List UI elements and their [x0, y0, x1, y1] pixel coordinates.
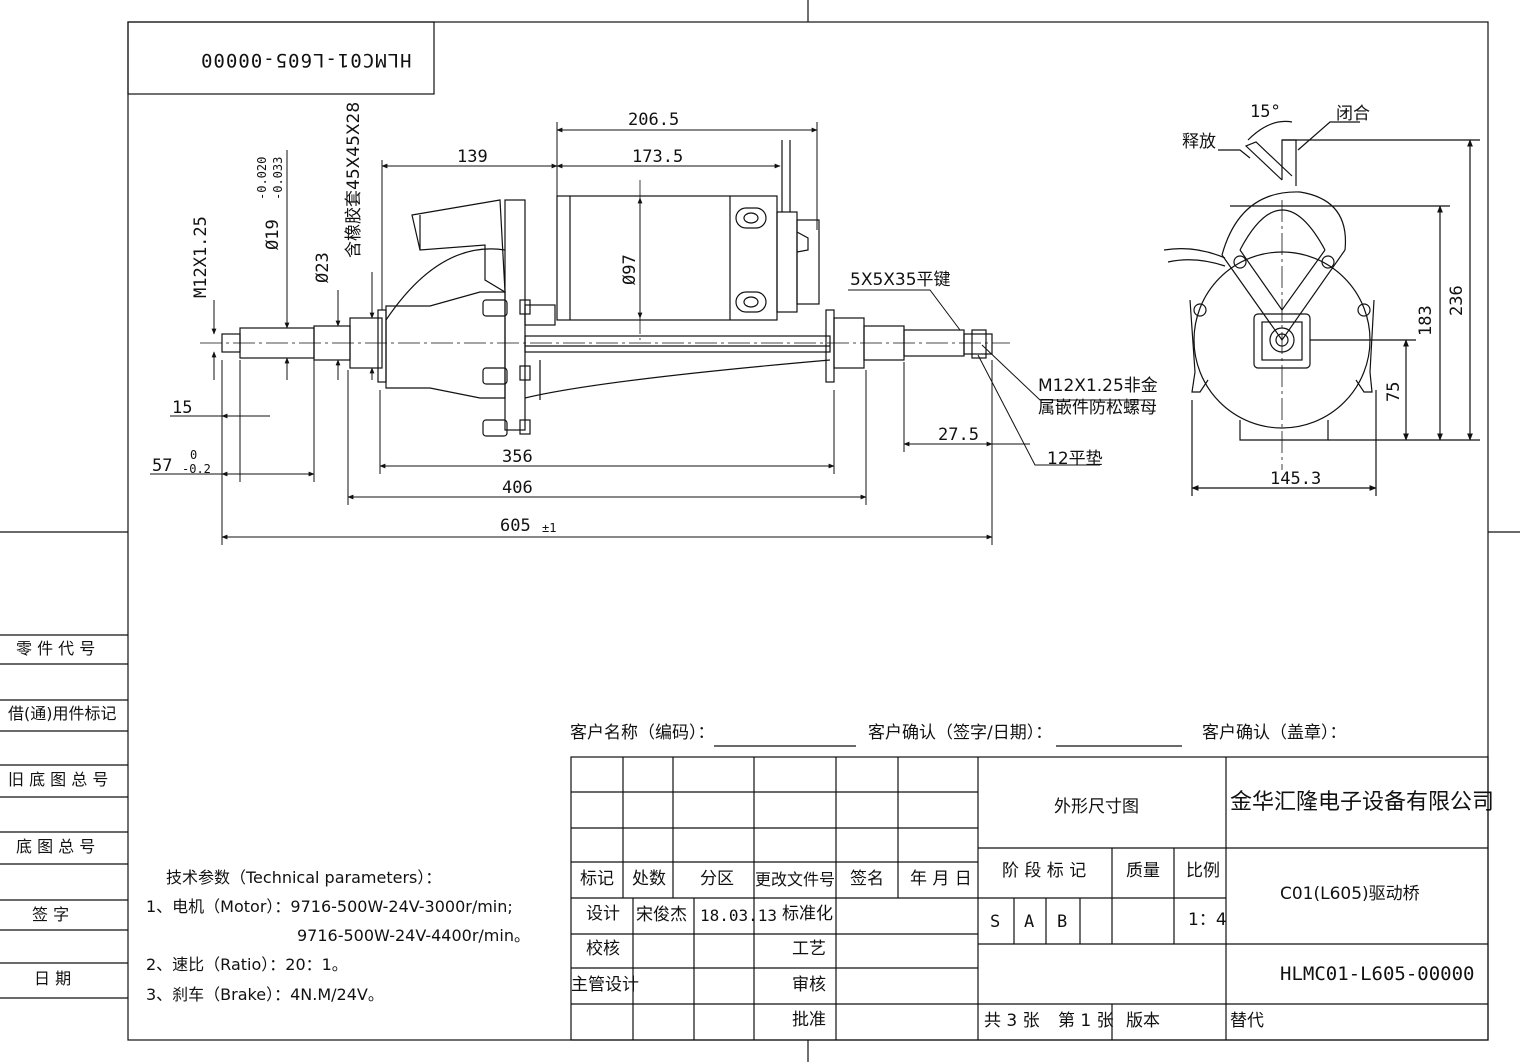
dim-605-tol: ±1 [542, 521, 557, 535]
tb-scale-label: 比例 [1186, 861, 1220, 881]
dim-206-5: 206.5 [628, 110, 680, 130]
left-label-part-code: 零 件 代 号 [16, 639, 96, 658]
dim-27-5: 27.5 [938, 425, 979, 445]
dim-183: 183 [1416, 305, 1436, 336]
tb-process: 工艺 [792, 939, 826, 959]
dim-phi-97: Ø97 [620, 254, 640, 285]
label-flat-washer: 12平垫 [1047, 449, 1103, 469]
tech-title: 技术参数（Technical parameters）： [166, 868, 442, 887]
tb-stage-a: A [1024, 912, 1035, 932]
tb-version: 版本 [1126, 1011, 1160, 1031]
tb-designer: 宋俊杰 [636, 905, 687, 925]
dim-605: 605 [500, 516, 531, 536]
tb-mass-label: 质量 [1126, 861, 1160, 881]
dim-356: 356 [502, 447, 533, 467]
tech-line-2: 9716-500W-24V-4400r/min。 [297, 926, 530, 945]
mirrored-drawing-number: HLMC01-L605-00000 [200, 49, 412, 71]
axle-side-view [1163, 120, 1480, 496]
tb-sheets-total: 共 3 张 [984, 1011, 1040, 1031]
customer-confirm-label: 客户确认（签字/日期）： [868, 723, 1053, 743]
tb-header-count: 处数 [632, 869, 666, 889]
front-dimensions [150, 122, 1155, 545]
tb-scale-value: 1：4 [1188, 910, 1227, 930]
tb-header-mark: 标记 [580, 869, 614, 889]
dim-406: 406 [502, 478, 533, 498]
dim-173-5: 173.5 [632, 147, 684, 167]
left-label-date: 日 期 [34, 969, 72, 988]
dim-57: 57 [152, 456, 173, 476]
label-nut-line1: M12X1.25非金 [1038, 376, 1158, 396]
tb-approve: 批准 [792, 1010, 826, 1030]
tb-company: 金华汇隆电子设备有限公司 [1230, 790, 1495, 815]
dim-thread-left: M12X1.25 [191, 216, 211, 298]
dim-phi-23: Ø23 [313, 252, 333, 283]
tb-review: 审核 [792, 975, 826, 995]
axle-front-view [200, 140, 1010, 437]
customer-seal-label: 客户确认（盖章）： [1202, 723, 1347, 743]
tb-drawing-number: HLMC01-L605-00000 [1280, 963, 1475, 985]
left-label-base-no: 底 图 总 号 [16, 837, 96, 856]
dim-15: 15 [172, 398, 193, 418]
tb-header-date: 年 月 日 [910, 869, 972, 889]
tb-standard: 标准化 [782, 904, 833, 924]
tb-design-date: 18.03.13 [700, 906, 778, 925]
left-column-grid [0, 634, 128, 999]
left-label-borrowed-mark: 借(通)用件标记 [8, 704, 117, 723]
label-close: 闭合 [1336, 104, 1370, 124]
tb-stage-s: S [990, 912, 1001, 932]
dim-75: 75 [1384, 381, 1404, 402]
tb-design: 设计 [586, 904, 620, 924]
tb-drawing-title: 外形尺寸图 [1054, 797, 1139, 817]
tb-header-docno: 更改文件号 [755, 870, 836, 889]
dim-145-3: 145.3 [1270, 469, 1322, 489]
dim-57-tol-upper: 0 [190, 448, 198, 462]
tb-check: 校核 [586, 939, 620, 959]
left-label-old-base-no: 旧 底 图 总 号 [8, 770, 109, 789]
tech-line-3: 2、速比（Ratio）：20：1。 [146, 955, 348, 974]
label-nut-line2: 属嵌件防松螺母 [1038, 398, 1157, 418]
dim-angle-15: 15° [1250, 102, 1281, 122]
tb-sheet-number: 第 1 张 [1058, 1011, 1114, 1031]
dim-139: 139 [457, 147, 488, 167]
tb-stage-b: B [1057, 912, 1068, 932]
customer-name-label: 客户名称（编码）： [570, 723, 715, 743]
dim-phi-19-tol-lower: -0.033 [271, 156, 285, 200]
tb-header-zone: 分区 [700, 869, 734, 889]
tech-line-1: 1、电机（Motor）：9716-500W-24V-3000r/min; [146, 897, 513, 916]
tech-line-4: 3、刹车（Brake）：4N.M/24V。 [146, 985, 384, 1004]
dim-57-tol-lower: -0.2 [182, 462, 211, 476]
dim-236: 236 [1447, 285, 1467, 316]
label-release: 释放 [1182, 132, 1216, 152]
tb-product-name: C01(L605)驱动桥 [1280, 884, 1420, 904]
tb-stage-label: 阶 段 标 记 [1002, 861, 1087, 881]
label-flat-key: 5X5X35平键 [850, 270, 951, 290]
tb-chief: 主管设计 [571, 975, 639, 995]
dim-phi-19: Ø19 [263, 219, 283, 250]
title-block-grid [570, 756, 1489, 1041]
tb-header-sign: 签名 [850, 869, 884, 889]
left-label-sign: 签 字 [32, 905, 70, 924]
dim-rubber-sleeve: 含橡胶套45X45X28 [344, 101, 364, 258]
dim-phi-19-tol-upper: -0.020 [255, 156, 269, 200]
tb-replace: 替代 [1230, 1011, 1264, 1031]
